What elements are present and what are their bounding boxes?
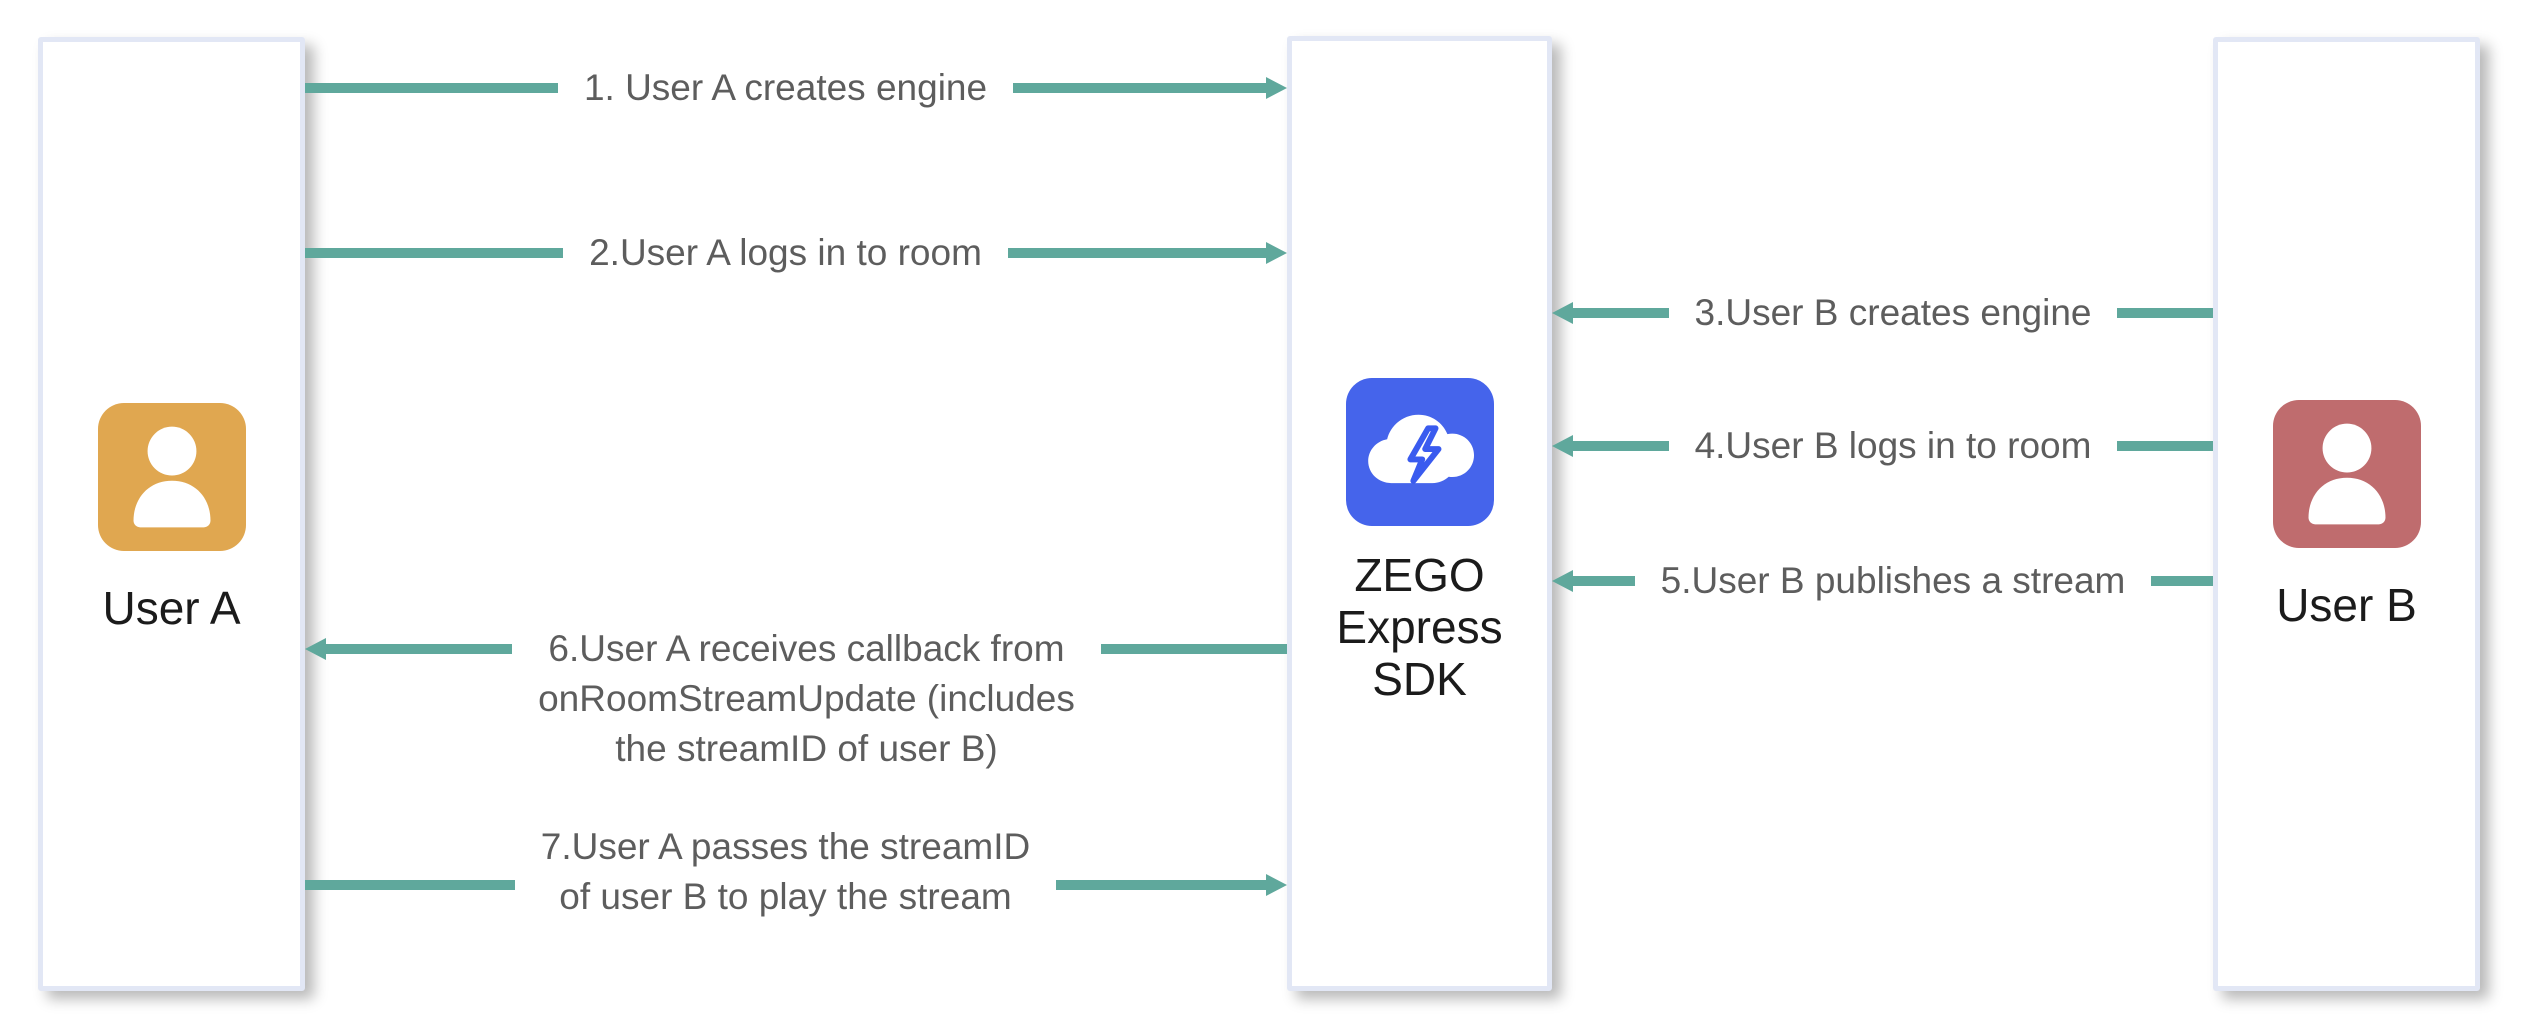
user-a-label: User A bbox=[102, 582, 241, 634]
user-b-person-icon bbox=[2272, 400, 2421, 548]
zego-express-sdk-label: ZEGO Express SDK bbox=[1336, 549, 1503, 705]
arrow-head-left-icon bbox=[1552, 302, 1573, 324]
message-5-user-b-publishes-stream: 5.User B publishes a stream bbox=[1552, 556, 2214, 606]
arrow-head-right-icon bbox=[1266, 874, 1287, 896]
message-4-label: 4.User B logs in to room bbox=[1694, 425, 2092, 466]
message-7-user-a-plays-stream: 7.User A passes the streamID of user B t… bbox=[305, 822, 1287, 922]
arrow-line bbox=[1013, 83, 1267, 93]
cloud-lightning-icon bbox=[1345, 378, 1494, 526]
message-2-label: 2.User A logs in to room bbox=[589, 232, 982, 273]
arrow-line bbox=[1573, 308, 1669, 318]
message-4-user-b-logs-in: 4.User B logs in to room bbox=[1552, 421, 2214, 471]
arrow-head-left-icon bbox=[305, 638, 326, 660]
message-5-label: 5.User B publishes a stream bbox=[1660, 560, 2126, 601]
arrow-line bbox=[2151, 576, 2214, 586]
arrow-head-left-icon bbox=[1552, 435, 1573, 457]
message-3-label: 3.User B creates engine bbox=[1694, 292, 2092, 333]
arrow-line bbox=[1573, 576, 1635, 586]
arrow-line bbox=[1007, 248, 1266, 258]
arrow-head-left-icon bbox=[1552, 570, 1573, 592]
user-b-label: User B bbox=[2276, 579, 2417, 631]
message-3-user-b-creates-engine: 3.User B creates engine bbox=[1552, 288, 2213, 338]
node-zego-express-sdk: ZEGO Express SDK bbox=[1287, 36, 1552, 991]
arrow-line bbox=[305, 880, 515, 890]
arrow-line bbox=[305, 83, 558, 93]
node-user-b: User B bbox=[2213, 37, 2480, 991]
message-6-user-a-receives-callback: 6.User A receives callback from onRoomSt… bbox=[305, 624, 1287, 774]
arrow-line bbox=[1056, 880, 1266, 890]
message-2-user-a-logs-in: 2.User A logs in to room bbox=[305, 228, 1287, 278]
message-1-user-a-creates-engine: 1. User A creates engine bbox=[305, 63, 1288, 113]
arrow-line bbox=[1573, 441, 1669, 451]
message-1-label: 1. User A creates engine bbox=[583, 67, 988, 108]
arrow-line bbox=[2117, 441, 2214, 451]
arrow-head-right-icon bbox=[1266, 242, 1287, 264]
arrow-line bbox=[326, 644, 513, 654]
arrow-line bbox=[305, 248, 564, 258]
message-7-label: 7.User A passes the streamID of user B t… bbox=[540, 826, 1031, 917]
arrow-line bbox=[2117, 308, 2213, 318]
arrow-head-right-icon bbox=[1266, 77, 1288, 99]
node-user-a: User A bbox=[38, 37, 305, 991]
message-6-label: 6.User A receives callback from onRoomSt… bbox=[538, 628, 1075, 769]
user-a-person-icon bbox=[97, 403, 246, 551]
arrow-line bbox=[1100, 644, 1287, 654]
